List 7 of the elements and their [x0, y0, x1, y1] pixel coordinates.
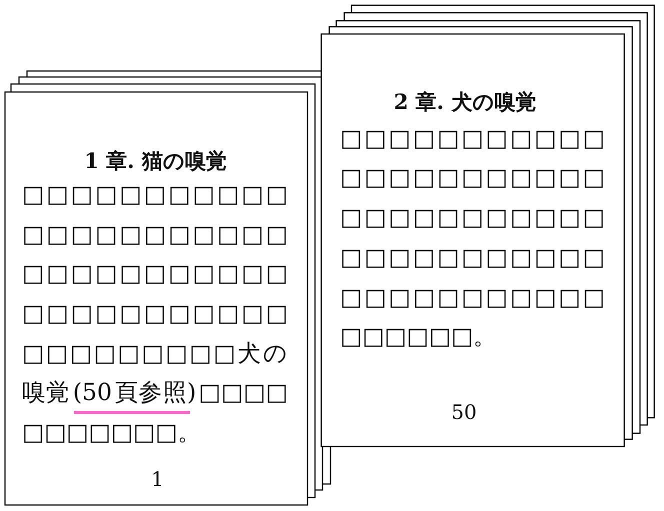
page-number: 50 — [451, 400, 477, 424]
chapter-heading: 1 章. 猫の嗅覚 — [84, 148, 227, 174]
page-stack — [319, 3, 657, 449]
body-text: □□□□□□□□□□□□□□□□□□□□□□□□□□□□□□□□□□□□□□□□□□□□□□□□□□□□□□□□□□□□□。 — [340, 122, 605, 352]
page-stack — [3, 69, 333, 508]
chapter-heading: 2 章. 犬の嗅覚 — [394, 89, 536, 115]
page-number: 1 — [151, 467, 164, 491]
